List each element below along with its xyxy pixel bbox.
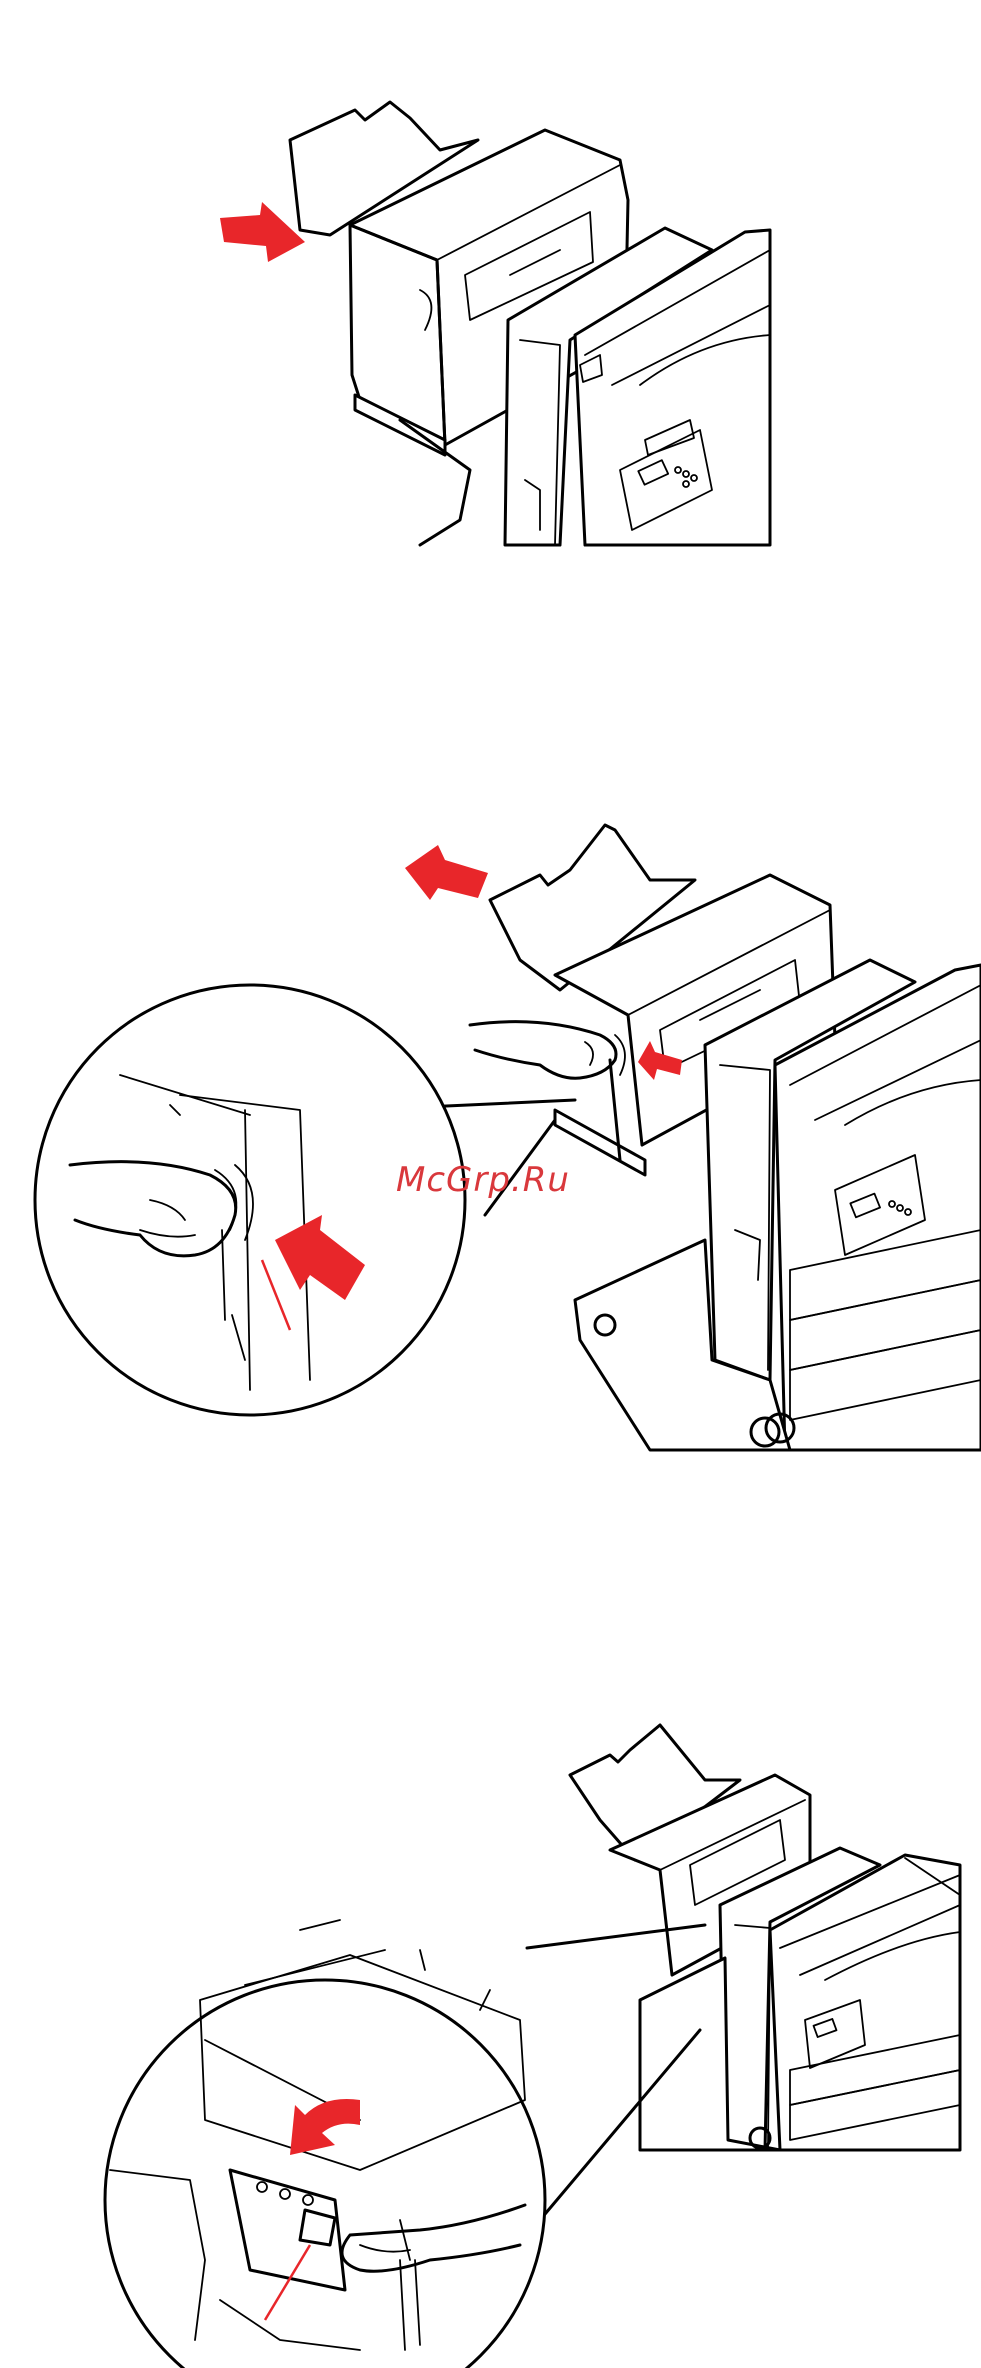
figure-3-cover-open (0, 1700, 981, 2368)
figure-1-finisher-push (0, 0, 981, 560)
operator-hand (470, 1022, 616, 1079)
watermark-text: McGrp.Ru (396, 1160, 570, 1200)
figure-2-finisher-release (0, 760, 981, 1520)
push-direction-arrow (220, 202, 305, 262)
panel-release-tab (300, 2210, 335, 2245)
figure-3-illustration (0, 1700, 981, 2368)
detail-callout-circle (105, 1980, 545, 2368)
finisher-base (355, 395, 445, 455)
slide-out-arrow (405, 845, 488, 900)
figure-1-illustration (0, 0, 981, 560)
figure-2-illustration (0, 760, 981, 1520)
